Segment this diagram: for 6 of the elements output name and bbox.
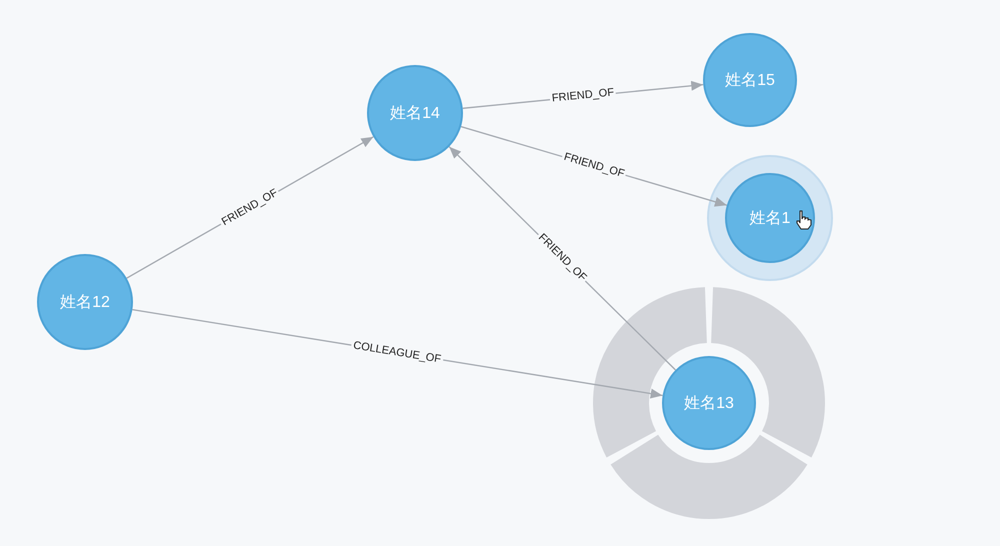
node-label: 姓名13 <box>684 394 734 414</box>
node-label: 姓名14 <box>390 104 440 124</box>
node-circle <box>662 356 756 450</box>
node-label: 姓名15 <box>725 70 775 90</box>
node-label: 姓名1 <box>750 208 790 228</box>
node-label: 姓名12 <box>60 292 110 312</box>
